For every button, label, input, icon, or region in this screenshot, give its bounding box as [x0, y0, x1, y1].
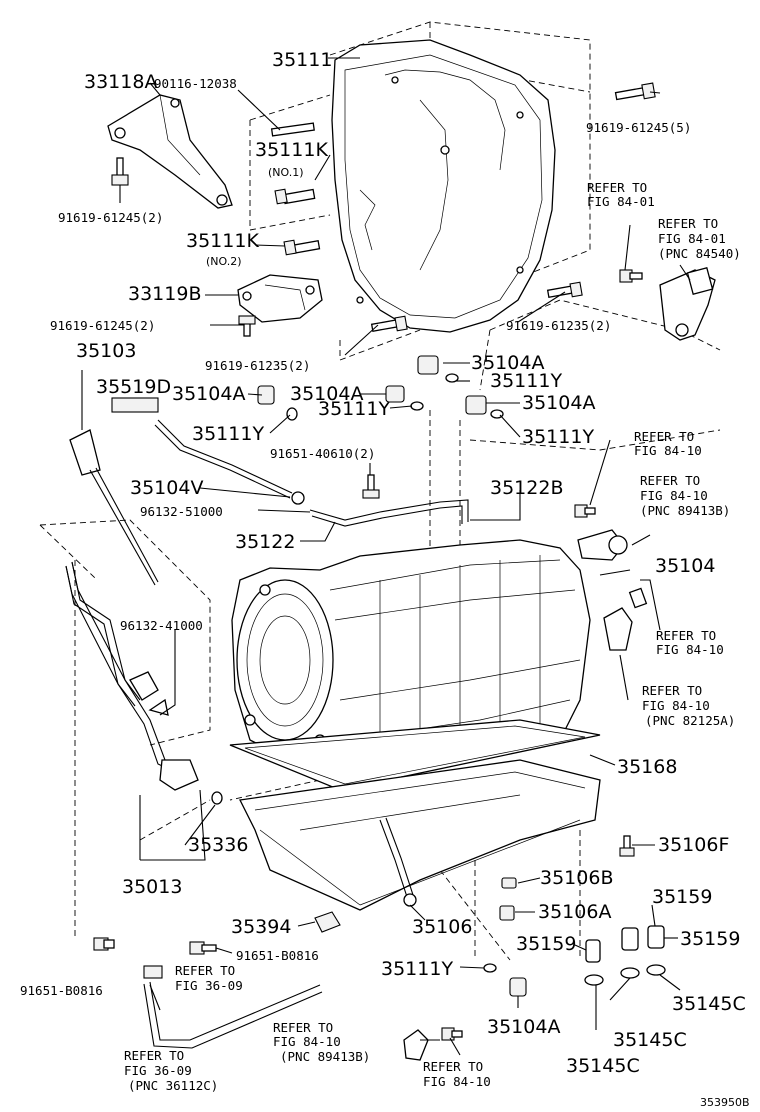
refer-84-10-e-line2: FIG 84-10	[273, 1034, 341, 1049]
label-35122: 35122	[235, 531, 295, 553]
label-35145c-a: 35145C	[672, 993, 746, 1015]
label-35106b: 35106B	[540, 867, 613, 889]
refer-84-10-b-line1: REFER TO	[640, 473, 700, 488]
label-35111y-b: 35111Y	[318, 398, 390, 420]
label-35111k-no1: 35111K	[255, 139, 328, 161]
label-33118a: 33118A	[84, 71, 157, 93]
label-35104a-c: 35104A	[290, 383, 363, 405]
label-96132-41000: 96132-41000	[120, 618, 203, 633]
refer-36-09-b-line1: REFER TO	[124, 1048, 184, 1063]
label-35111: 35111	[272, 49, 332, 71]
refer-84-10-e-line1: REFER TO	[273, 1020, 333, 1035]
label-35159-c: 35159	[680, 928, 740, 950]
refer-84-10-a-line1: REFER TO	[634, 429, 694, 444]
label-35013: 35013	[122, 876, 182, 898]
figure-number: 353950B	[700, 1096, 750, 1109]
label-35519d: 35519D	[96, 376, 171, 398]
label-35145c-c: 35145C	[566, 1055, 640, 1077]
refer-84-01-a-line2: FIG 84-01	[587, 194, 655, 209]
bracket-33118a	[107, 94, 233, 209]
label-91619-61245-5: 91619-61245(5)	[586, 120, 691, 135]
refer-84-01-b-line2: FIG 84-01	[658, 231, 726, 246]
sensor-84540	[659, 266, 716, 341]
label-35104a-a: 35104A	[471, 352, 544, 374]
label-35111y-e: 35111Y	[381, 958, 453, 980]
label-no2: (NO.2)	[206, 255, 242, 268]
refer-36-09-a-line2: FIG 36-09	[175, 978, 243, 993]
label-33119b: 33119B	[128, 283, 201, 305]
label-91619-61235-2-center: 91619-61235(2)	[205, 358, 310, 373]
refer-84-10-d-line3: (PNC 82125A)	[645, 713, 735, 728]
refer-36-09-b-line2: FIG 36-09	[124, 1063, 192, 1078]
dashed-guides	[39, 21, 721, 961]
label-35104a-e: 35104A	[487, 1016, 560, 1038]
bell-housing	[331, 39, 556, 333]
label-35168: 35168	[617, 756, 677, 778]
refer-84-01-b-line1: REFER TO	[658, 216, 718, 231]
label-35111y-d: 35111Y	[522, 426, 594, 448]
part-labels: 35111 33118A 90116-12038 91619-61245(5) …	[20, 49, 750, 1109]
refer-84-10-d-line1: REFER TO	[642, 683, 702, 698]
refer-84-10-c-line2: FIG 84-10	[656, 642, 724, 657]
plugs-and-rings	[211, 355, 666, 997]
label-35104a-d: 35104A	[522, 392, 595, 414]
label-91651-b0816-right: 91651-B0816	[236, 948, 319, 963]
oil-tube	[65, 561, 323, 1049]
label-35104v: 35104V	[130, 477, 203, 499]
refer-84-01-b-line3: (PNC 84540)	[658, 246, 741, 261]
refer-84-10-f-line1: REFER TO	[423, 1059, 483, 1074]
label-91619-61245-2: 91619-61245(2)	[58, 210, 163, 225]
label-35103: 35103	[76, 340, 136, 362]
oil-pan	[229, 719, 601, 911]
label-35111y-c: 35111Y	[192, 423, 264, 445]
refer-84-10-c-line1: REFER TO	[656, 628, 716, 643]
refer-36-09-b-line3: (PNC 36112C)	[128, 1078, 218, 1093]
label-35145c-b: 35145C	[613, 1029, 687, 1051]
leader-lines	[119, 57, 691, 1056]
label-35104a-b: 35104A	[172, 383, 245, 405]
label-35122b: 35122B	[490, 477, 563, 499]
refer-84-10-b-line2: FIG 84-10	[640, 488, 708, 503]
label-90116-12038: 90116-12038	[154, 76, 237, 91]
label-35104: 35104	[655, 555, 715, 577]
refer-84-10-d-line2: FIG 84-10	[642, 698, 710, 713]
bolts	[93, 82, 656, 1041]
label-91651-b0816-left: 91651-B0816	[20, 983, 103, 998]
refer-84-10-a-line2: FIG 84-10	[634, 443, 702, 458]
label-35106f: 35106F	[658, 834, 729, 856]
label-35106a: 35106A	[538, 901, 611, 923]
label-91619-61245-2-b: 91619-61245(2)	[50, 318, 155, 333]
label-35111k-no2: 35111K	[186, 230, 259, 252]
label-35159-b: 35159	[516, 933, 576, 955]
refer-84-01-a-line1: REFER TO	[587, 180, 647, 195]
label-35106: 35106	[412, 916, 472, 938]
dipstick	[69, 370, 469, 586]
refer-84-10-f-line2: FIG 84-10	[423, 1074, 491, 1089]
label-35394: 35394	[231, 916, 291, 938]
label-91619-61235-2-right: 91619-61235(2)	[506, 318, 611, 333]
label-no1: (NO.1)	[268, 166, 304, 179]
speed-sensors	[403, 529, 648, 1061]
label-35111y-a: 35111Y	[490, 370, 562, 392]
label-35336: 35336	[188, 834, 248, 856]
label-35159-a: 35159	[652, 886, 712, 908]
refer-84-10-e-line3: (PNC 89413B)	[280, 1049, 370, 1064]
bracket-33119b	[237, 274, 323, 323]
refer-36-09-a-line1: REFER TO	[175, 963, 235, 978]
label-91651-40610-2: 91651-40610(2)	[270, 446, 375, 461]
refer-84-10-b-line3: (PNC 89413B)	[640, 503, 730, 518]
label-96132-51000: 96132-51000	[140, 504, 223, 519]
